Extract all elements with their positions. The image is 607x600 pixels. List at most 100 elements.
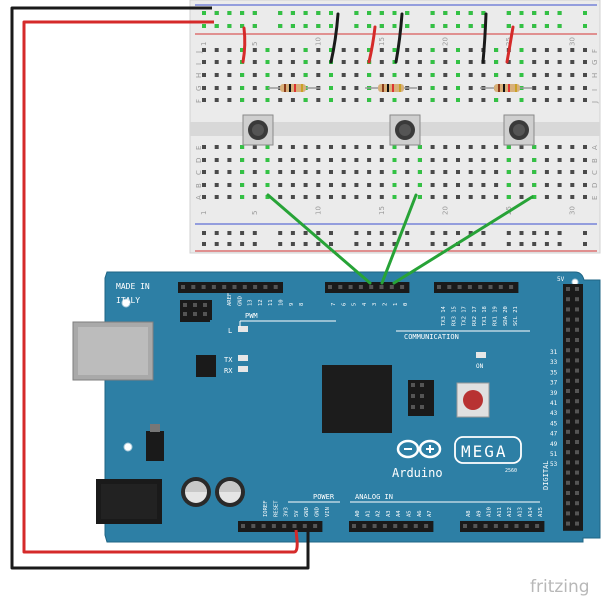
breadboard-hole [379, 73, 384, 77]
active-hole [392, 98, 397, 102]
comm-pin-label: TX3 14 [441, 305, 447, 326]
header-pin [575, 409, 579, 414]
reset-button[interactable] [456, 382, 490, 418]
breadboard-hole [570, 145, 575, 149]
active-hole [392, 145, 397, 149]
breadboard-rail-hole [367, 242, 372, 246]
breadboard-jumpers [241, 12, 515, 64]
breadboard-hole [506, 73, 511, 77]
active-rail-hole [430, 24, 435, 28]
breadboard-rail-hole [252, 242, 257, 246]
header-icsp-small-pins [180, 300, 212, 320]
header-pin [457, 285, 462, 289]
breadboard-hole [202, 73, 206, 77]
header-pin [358, 285, 363, 289]
active-rail-hole [443, 24, 448, 28]
breadboard-rail-hole [329, 231, 333, 235]
header-pin [222, 285, 227, 289]
active-hole [506, 145, 511, 149]
active-rail-hole [379, 24, 384, 28]
active-rail-hole [544, 24, 549, 28]
header-pin [420, 383, 424, 387]
header-pin [313, 524, 318, 528]
active-rail-hole [290, 24, 295, 28]
breadboard-hole [367, 170, 372, 174]
breadboard-rail-hole [354, 242, 359, 246]
breadboard-hole [405, 73, 410, 77]
header-pin [478, 285, 483, 289]
breadboard-hole [354, 170, 359, 174]
breadboard-hole [341, 170, 346, 174]
header-pin [437, 285, 441, 289]
breadboard-hole [354, 60, 359, 64]
breadboard-hole [468, 48, 473, 52]
breadboard-hole [570, 73, 575, 77]
active-hole [240, 86, 245, 90]
pwm-pin-label: 4 [362, 302, 368, 306]
breadboard-hole [316, 145, 321, 149]
breadboard-rail-hole [430, 242, 435, 246]
header-pin [302, 524, 307, 528]
breadboard-hole [544, 48, 549, 52]
breadboard-row-letter: C [195, 170, 203, 175]
header-pin [483, 524, 488, 528]
breadboard-column-number: 30 [568, 37, 576, 46]
header-pin [566, 389, 570, 393]
analog-in-label: ANALOG IN [355, 493, 393, 501]
header-pin [575, 287, 579, 291]
active-hole [506, 195, 511, 199]
power-pin-label: 3V3 [284, 507, 290, 517]
black-jumper-1 [329, 12, 340, 64]
active-hole [392, 195, 397, 199]
breadboard-rail-hole [456, 231, 460, 235]
active-hole [506, 170, 511, 174]
breadboard-hole [443, 195, 448, 199]
pwm-pin-label: 8 [299, 303, 305, 306]
breadboard-rail-hole [392, 242, 397, 246]
breadboard-hole [583, 170, 587, 174]
breadboard-rail-hole [519, 231, 524, 235]
breadboard-rail-hole [481, 242, 486, 246]
header-pin [566, 327, 570, 332]
breadboard-column-number: 10 [314, 37, 322, 46]
breadboard-hole [214, 170, 219, 174]
breadboard-rail-hole [316, 231, 321, 235]
breadboard-rail-hole [202, 242, 206, 246]
breadboard-rail-hole [202, 231, 206, 235]
header-analog-b-body [460, 521, 545, 532]
breadboard-hole [227, 73, 232, 77]
active-hole [367, 48, 372, 52]
header-pin [413, 524, 418, 528]
rx-label: RX [224, 367, 233, 375]
breadboard-hole [290, 98, 295, 102]
on-led [476, 352, 486, 358]
active-hole [417, 170, 422, 174]
breadboard-column-number: 15 [378, 206, 386, 215]
usb-chip [196, 355, 216, 377]
breadboard-hole [494, 170, 499, 174]
active-hole [329, 98, 333, 102]
header-pin [566, 287, 570, 291]
power-pin-label: RESET [273, 500, 279, 517]
breadboard-hole [354, 158, 359, 162]
breadboard-hole [303, 195, 308, 199]
active-hole [506, 183, 511, 187]
pwm-pin-label: 9 [289, 303, 295, 306]
breadboard-row-letter: F [195, 99, 203, 103]
breadboard-hole [252, 48, 257, 52]
active-hole [265, 98, 270, 102]
breadboard-hole [443, 48, 448, 52]
header-pin [566, 521, 570, 526]
green-wire-pin2 [392, 195, 534, 285]
breadboard-hole [379, 98, 384, 102]
header-pin [263, 285, 268, 289]
power-label: POWER [313, 493, 335, 501]
active-rail-hole [392, 11, 397, 15]
breadboard-hole [367, 145, 372, 149]
active-rail-hole [227, 11, 232, 15]
breadboard-hole [570, 60, 575, 64]
analog-pin-label: A9 [476, 510, 482, 517]
header-pin [509, 285, 514, 289]
breadboard-rail-hole [405, 231, 410, 235]
